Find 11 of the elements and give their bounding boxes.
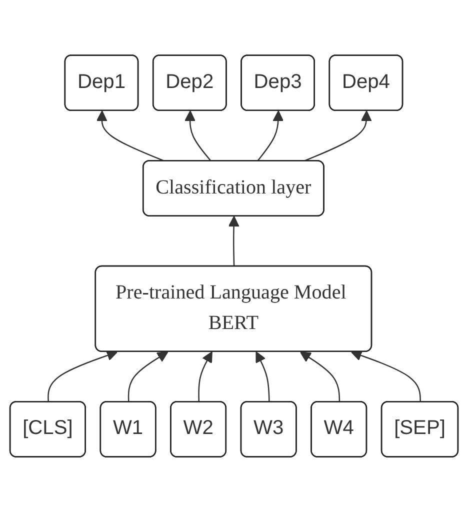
arrow	[256, 110, 284, 162]
arrow	[228, 216, 240, 267]
arrow	[128, 352, 168, 402]
arrow	[198, 352, 212, 402]
arrow	[96, 110, 166, 162]
arrow	[256, 352, 270, 402]
arrow	[184, 110, 212, 162]
arrow	[350, 350, 421, 402]
arrow	[48, 350, 118, 402]
arrow	[303, 110, 372, 162]
arrow	[300, 352, 340, 402]
